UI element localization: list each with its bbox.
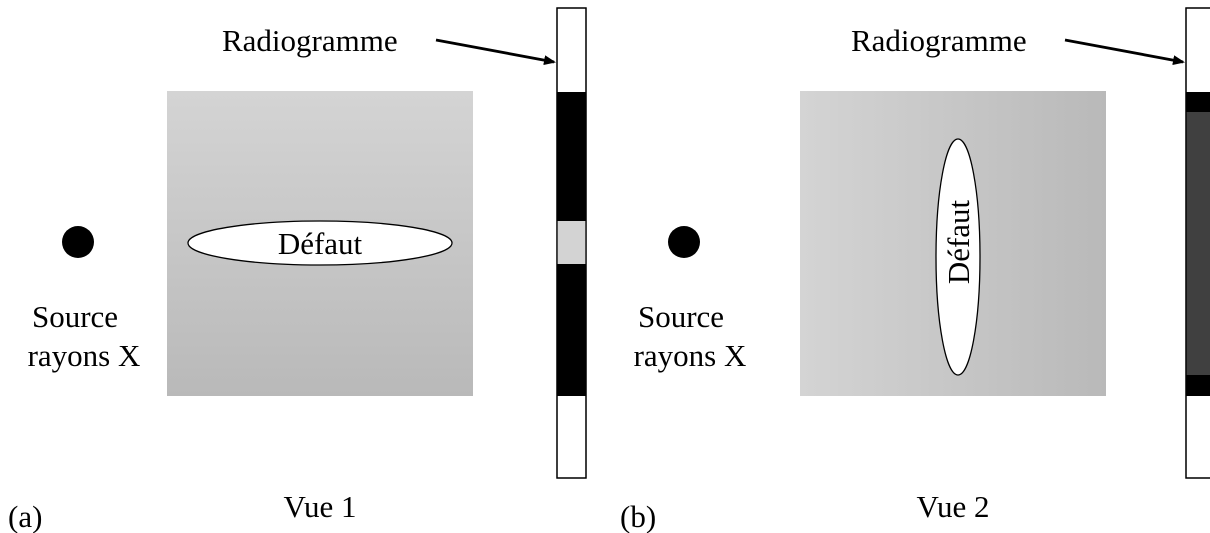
defect-label: Défaut [278,226,363,261]
radiograph-film [1185,7,1210,479]
film-exposed-bottom [557,264,586,396]
xray-source-dot [62,226,94,258]
film-exposed-bottom [1186,375,1210,396]
source-label-line2: rayons X [634,338,747,373]
panel-a: Source rayons X Défaut Radiogramme (a) V… [8,7,587,533]
source-label-line1: Source [638,299,724,334]
view-label: Vue 2 [916,489,989,524]
radiograph-film [556,7,587,479]
defect-ellipse [187,220,453,266]
view-label: Vue 1 [283,489,356,524]
film-defect-shadow [557,221,586,264]
radiograph-label: Radiogramme [222,23,398,58]
source-label-line1: Source [32,299,118,334]
film-exposed-top [557,92,586,221]
film-exposed-top [1186,92,1210,112]
defect-label: Défaut [941,199,976,284]
xray-source-dot [668,226,700,258]
source-label-line2: rayons X [28,338,141,373]
film-defect-shadow [1186,112,1210,375]
radiograph-label: Radiogramme [851,23,1027,58]
radiograph-arrow [435,38,556,66]
panel-b: Source rayons X Défaut Radiogramme (b) V… [620,7,1210,533]
defect-ellipse [935,138,981,376]
panel-letter: (b) [620,499,656,533]
radiograph-arrow [1064,38,1185,66]
panel-letter: (a) [8,499,42,533]
